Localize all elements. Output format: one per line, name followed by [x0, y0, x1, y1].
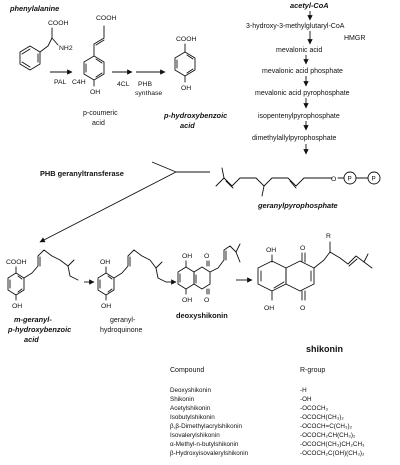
p-coumeric-acid-label-2: acid	[92, 120, 105, 127]
table-rgroup: -H	[300, 387, 307, 394]
oxygen-label: O	[331, 176, 336, 183]
phenylalanine-label: phenylalanine	[9, 4, 59, 13]
oh-label: OH	[90, 89, 100, 96]
table-rgroup: -OCOCH=C(CH₃)₂	[300, 423, 353, 430]
deoxyshikonin-label: deoxyshikonin	[176, 311, 228, 320]
oxygen-label: O	[300, 245, 305, 252]
oh-label: OH	[182, 253, 192, 260]
mevalonic-acid-phosphate-label: mevalonic acid phosphate	[262, 68, 343, 75]
cooh-label: COOH	[6, 259, 26, 266]
table-header-rgroup: R-group	[300, 367, 325, 374]
cooh-label: COOH	[176, 36, 196, 43]
m-geranyl-label-2: p-hydroxybenzoic	[7, 325, 71, 334]
p-hydroxybenzoic-acid-structure: COOH OH	[174, 36, 196, 92]
shikonin-structure: OH O OH O R	[257, 233, 373, 312]
cooh-label: COOH	[96, 15, 116, 22]
acetyl-coa-label: acetyl-CoA	[290, 1, 329, 10]
p-coumeric-acid-structure: OH COOH	[83, 15, 116, 96]
m-geranyl-label: m-geranyl-	[14, 315, 52, 324]
p-hydroxybenzoic-acid-label: p-hydroxybenzoic	[163, 111, 227, 120]
table-compound: β-Hydroxyisovalerylshikonin	[170, 450, 249, 457]
oh-label: OH	[101, 303, 111, 310]
oxygen-label: O	[204, 297, 209, 304]
table-compound: Shikonin	[170, 396, 195, 403]
geranylhydroquinone-label: geranyl-	[110, 317, 136, 324]
geranylpyrophosphate-label: geranylpyrophosphate	[257, 201, 338, 210]
r-group-label: R	[326, 233, 331, 240]
phb-geranyltransferase-arrow	[39, 171, 177, 243]
geranylhydroquinone-structure: OH OH	[97, 249, 167, 310]
table-compound: Acetylshikonin	[170, 405, 211, 412]
p-hydroxybenzoic-acid-label-2: acid	[180, 121, 195, 130]
hmg-coa-label: 3-hydroxy-3-methylglutaryl-CoA	[246, 23, 345, 30]
m-geranyl-phba-structure: COOH OH	[6, 249, 79, 310]
table-rgroup: -OCOCH₃	[300, 405, 329, 412]
table-rgroup: -OH	[300, 396, 312, 403]
mevalonic-acid-pyrophosphate-label: mevalonic acid pyrophosphate	[255, 90, 350, 97]
geranylpyrophosphate-structure: O P P	[215, 167, 381, 197]
nh2-label: NH2	[59, 45, 73, 52]
table-rgroup: -OCOCH(CH₃)₂	[300, 414, 344, 421]
c4h-label: C4H	[72, 79, 86, 86]
phosphate-label: P	[348, 176, 352, 183]
m-geranyl-label-3: acid	[24, 335, 39, 344]
table-compound: Deoxyshikonin	[170, 387, 211, 394]
table-compound: Isobutylshikonin	[170, 414, 215, 421]
table-rgroup: -OCOCH₂C(OH)(CH₃)₂	[300, 450, 365, 457]
oh-label: OH	[264, 305, 274, 312]
table-compound: α-Methyl-n-butylshikonin	[170, 441, 239, 448]
deoxyshikonin-structure: OH O OH O	[177, 243, 241, 304]
oh-label: OH	[182, 297, 192, 304]
oh-label: OH	[12, 303, 22, 310]
p-coumeric-acid-label: p-coumeric	[83, 110, 118, 117]
oh-label: OH	[266, 247, 276, 254]
shikonin-label: shikonin	[306, 344, 343, 354]
cooh-label: COOH	[48, 20, 68, 27]
oh-label: OH	[181, 85, 191, 92]
isopentenylpyrophosphate-label: isopentenylpyrophosphate	[258, 113, 340, 120]
phb-synthase-label-2: synthase	[135, 90, 162, 97]
oxygen-label: O	[204, 253, 209, 260]
table-rgroup: -OCOCH(CH₃)CH₂CH₃	[300, 441, 365, 448]
table-compound: Isovalerylshikonin	[170, 432, 220, 439]
oh-label: OH	[100, 259, 110, 266]
phenylalanine-structure: COOH NH2	[19, 20, 73, 71]
table-header-compound: Compound	[170, 367, 204, 374]
phosphate-label: P	[372, 176, 376, 183]
4cl-label: 4CL	[117, 81, 130, 88]
oxygen-label: O	[300, 305, 305, 312]
table-rgroup: -OCOCH₂CH(CH₃)₂	[300, 432, 356, 439]
mevalonic-acid-label: mevalonic acid	[276, 47, 322, 54]
dimethylallylpyrophosphate-label: dimethylallylpyrophosphate	[252, 135, 337, 142]
geranylhydroquinone-label-2: hydroquinone	[100, 327, 143, 334]
hmgr-label: HMGR	[344, 35, 365, 42]
pal-label: PAL	[54, 79, 67, 86]
table-compound: β,β-Dimethylacrylshikonin	[170, 423, 242, 430]
table-body: Deoxyshikonin -H Shikonin -OH Acetylshik…	[170, 387, 365, 457]
phb-synthase-label: PHB	[138, 81, 152, 88]
phb-geranyltransferase-label: PHB geranyltransferase	[40, 169, 124, 178]
